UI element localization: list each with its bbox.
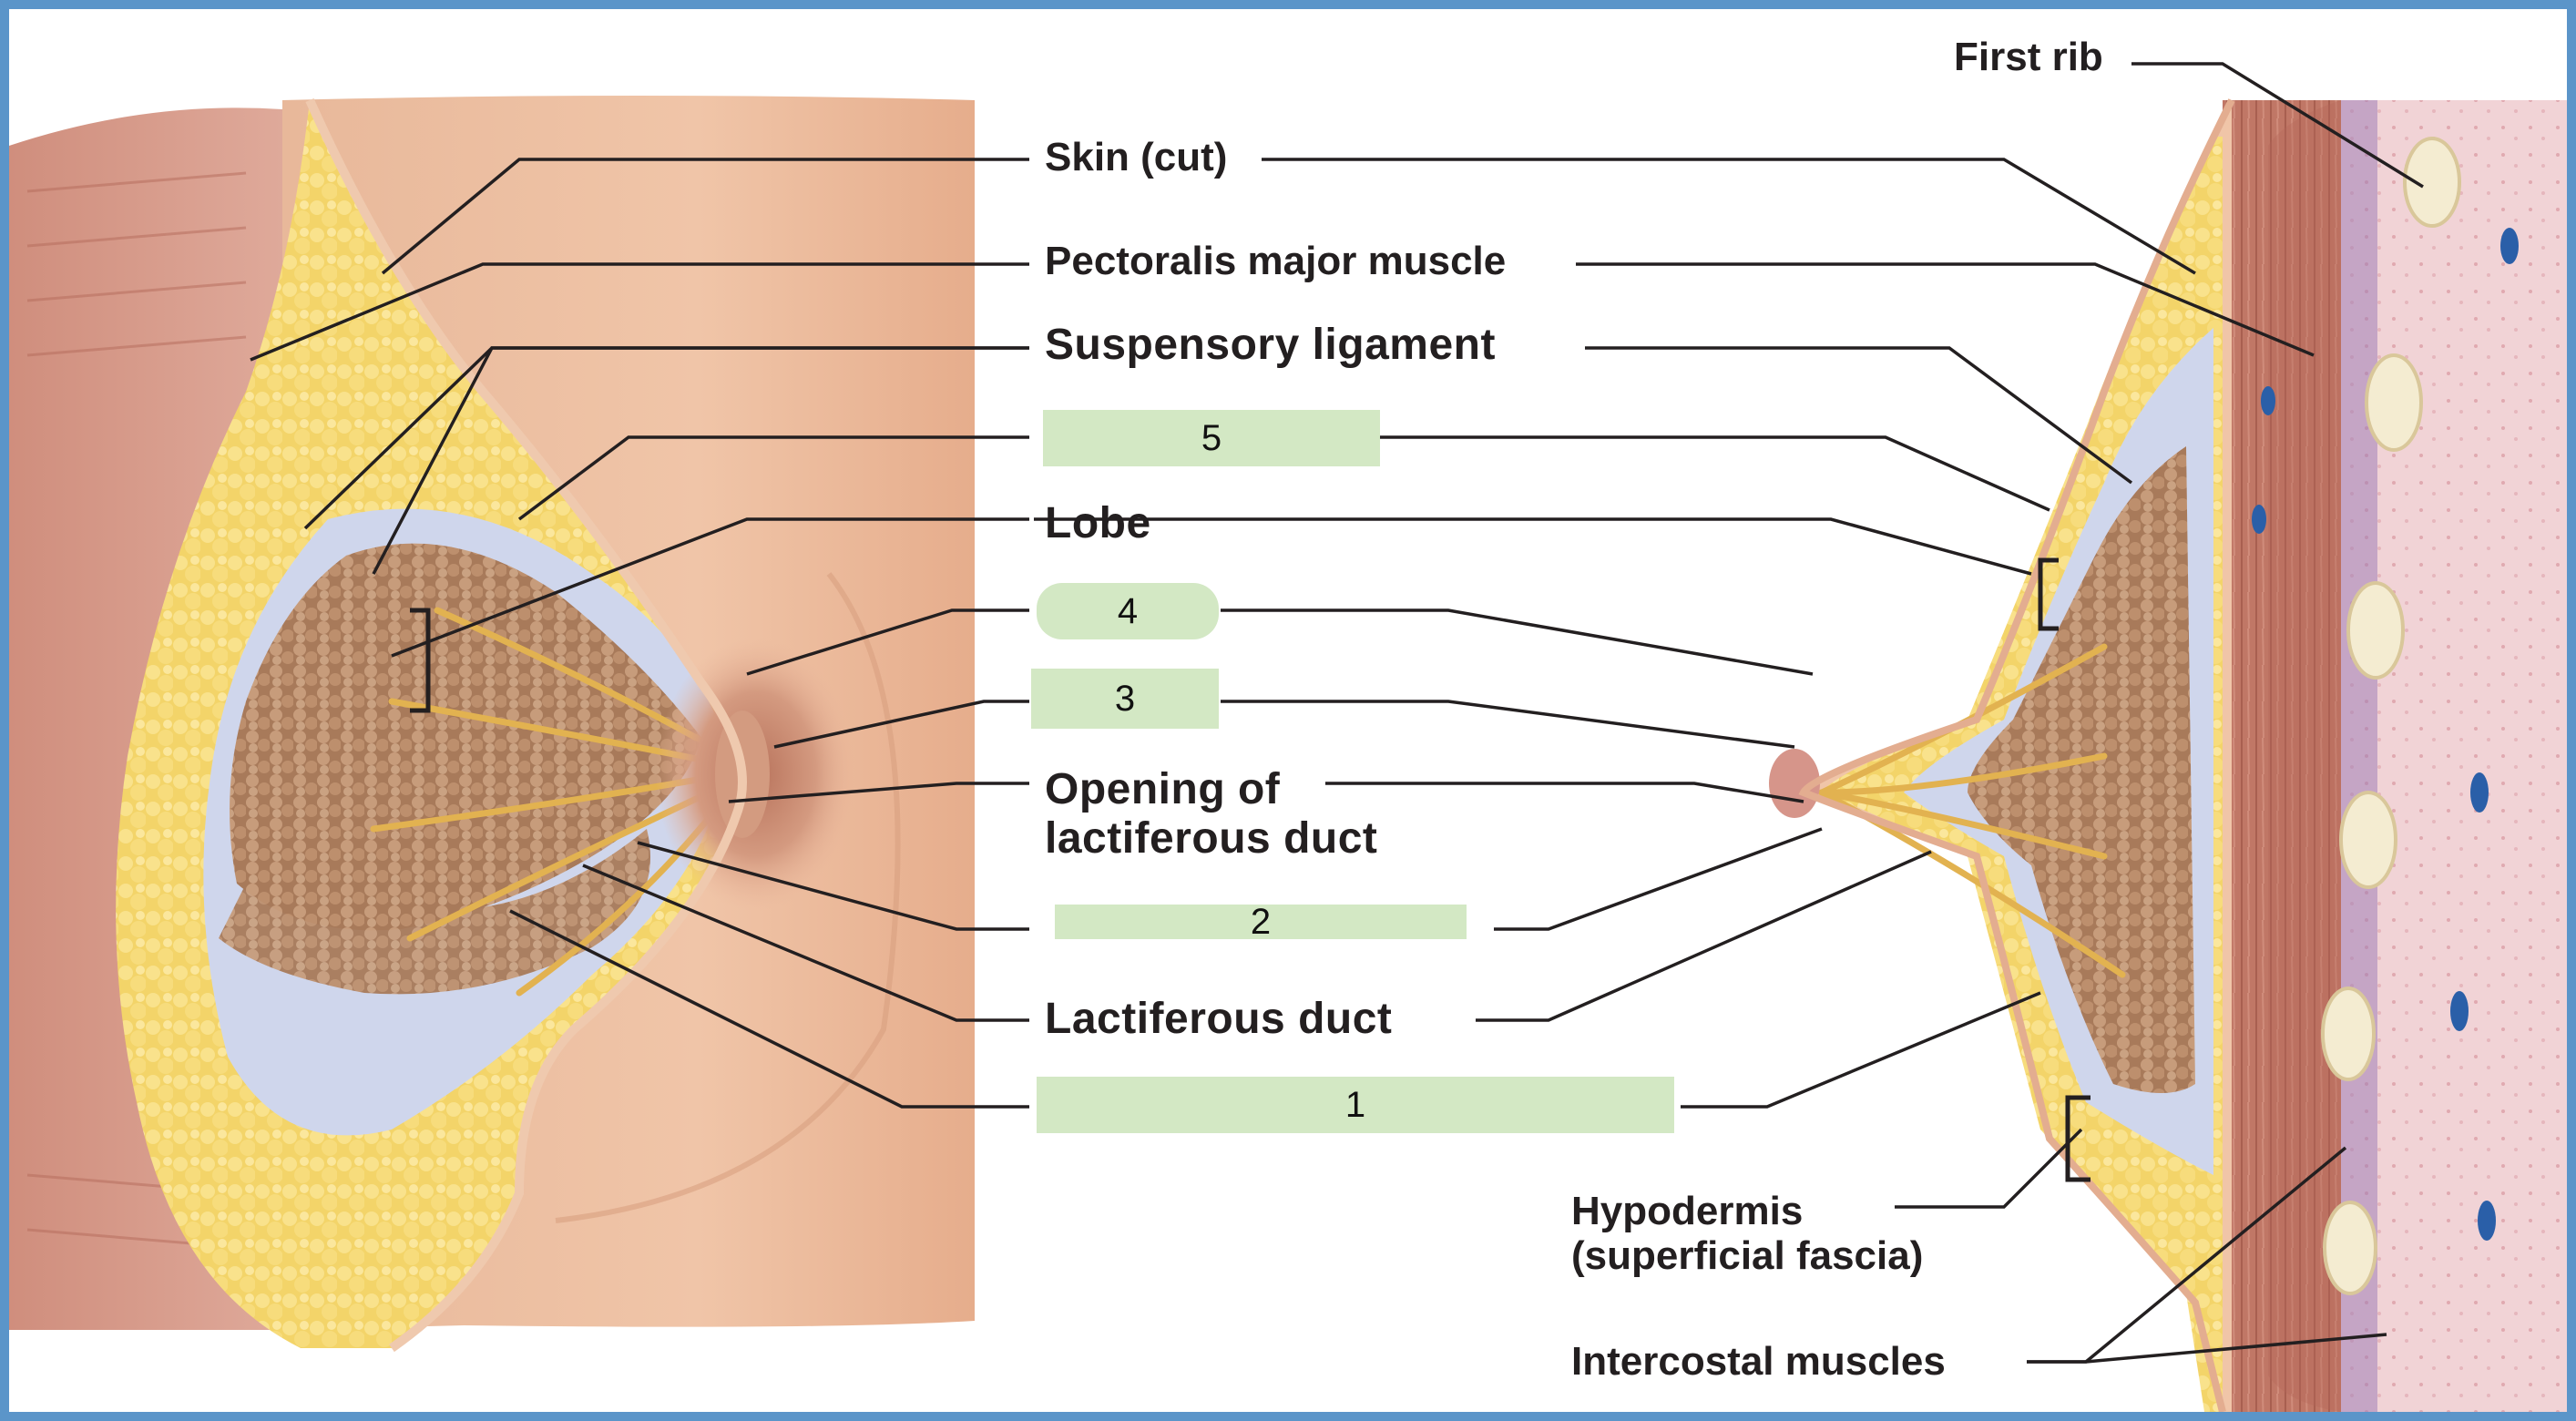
label-hypodermis: Hypodermis (superficial fascia) bbox=[1571, 1189, 1923, 1279]
label-lactiferous-duct: Lactiferous duct bbox=[1045, 995, 1393, 1043]
answer-box-5[interactable]: 5 bbox=[1043, 410, 1380, 466]
answer-box-2[interactable]: 2 bbox=[1055, 902, 1467, 942]
diagram-frame: First rib Skin (cut) Pectoralis major mu… bbox=[9, 9, 2567, 1412]
answer-box-1[interactable]: 1 bbox=[1037, 1077, 1674, 1133]
label-opening-of-lactiferous-duct: Opening of lactiferous duct bbox=[1045, 765, 1377, 864]
label-lobe: Lobe bbox=[1045, 499, 1151, 547]
label-first-rib: First rib bbox=[1954, 35, 2103, 79]
label-suspensory-ligament: Suspensory ligament bbox=[1045, 321, 1496, 369]
label-hypodermis-line-1: Hypodermis bbox=[1571, 1189, 1804, 1233]
label-opening-line-2: lactiferous duct bbox=[1045, 813, 1378, 863]
breast-anatomy-illustration bbox=[9, 62, 2567, 1412]
answer-box-4[interactable]: 4 bbox=[1037, 583, 1219, 639]
label-pectoralis-major-muscle: Pectoralis major muscle bbox=[1045, 239, 1507, 283]
label-skin-cut: Skin (cut) bbox=[1045, 135, 1228, 179]
answer-box-3[interactable]: 3 bbox=[1031, 669, 1219, 729]
label-hypodermis-line-2: (superficial fascia) bbox=[1571, 1233, 1924, 1279]
label-opening-line-1: Opening of bbox=[1045, 765, 1281, 813]
label-intercostal-muscles: Intercostal muscles bbox=[1571, 1339, 1946, 1384]
